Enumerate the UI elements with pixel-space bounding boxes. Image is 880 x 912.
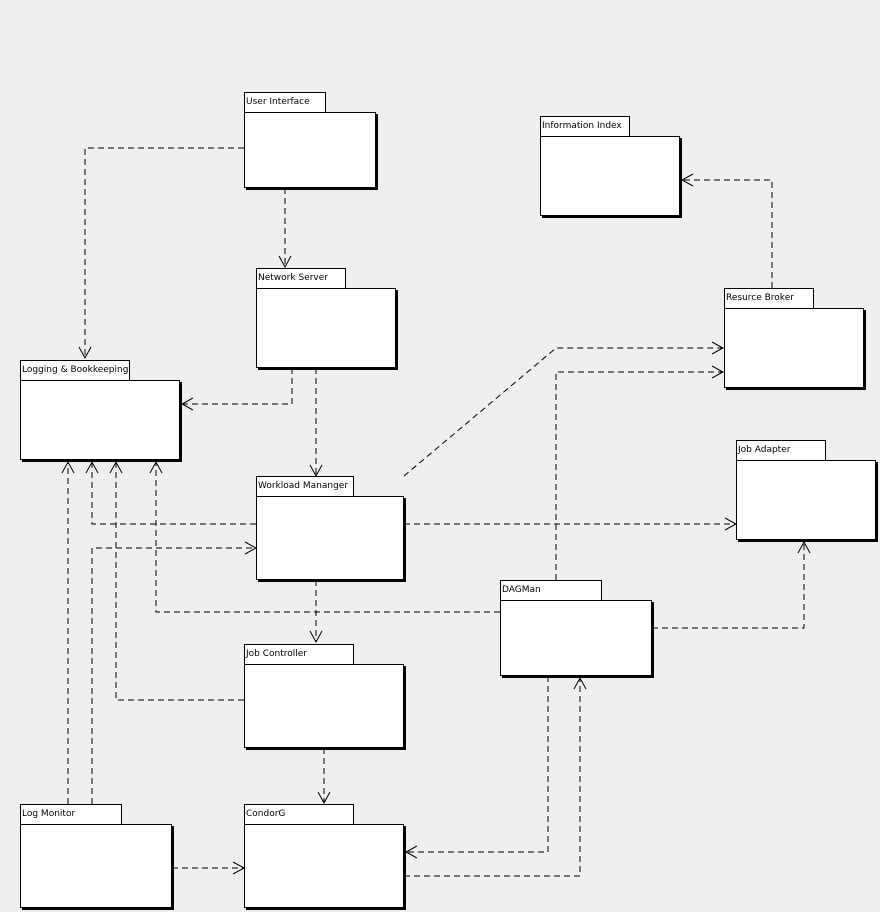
package-tab: Workload Mananger [256,476,354,497]
arrowhead-ui-to-network-server [278,255,292,269]
package-body [724,308,864,388]
dep-dagman-to-condorg [406,676,549,853]
package-tab: Job Controller [244,644,354,665]
dep-dagman-to-job-adapter [652,542,805,629]
arrowhead-workload-to-job-adapter [724,517,738,531]
package-tab: Information Index [540,116,630,137]
package-label: Job Adapter [738,445,791,455]
dep-workload-to-broker [403,347,723,477]
package-label: Job Controller [246,649,308,659]
package-label: DAGMan [502,585,541,595]
arrowhead-job-controller-to-logging [109,460,123,474]
package-tab: Log Monitor [20,804,122,825]
arrowhead-log-monitor-to-logging [61,460,75,474]
arrowhead-log-monitor-to-condorg [232,861,246,875]
arrowhead-broker-to-info-index [680,173,694,187]
arrowhead-job-controller-to-condorg [317,791,331,805]
arrowhead-ui-to-logging [78,346,92,360]
arrowhead-network-server-to-logging [180,397,194,411]
arrowhead-condorg-to-dagman [573,676,587,690]
package-label: Information Index [542,121,622,131]
package-body [244,664,404,748]
arrowhead-workload-to-logging [85,460,99,474]
package-body [244,824,404,908]
package-label: CondorG [246,809,286,819]
arrowhead-network-server-to-workload [309,464,323,478]
package-body [20,380,180,460]
arrowhead-workload-to-broker [711,341,725,355]
arrowhead-dagman-to-condorg [404,845,418,859]
package-body [20,824,172,908]
dep-log-monitor-to-workload [91,547,256,804]
package-body [540,136,680,216]
package-tab: Network Server [256,268,346,289]
package-body [500,600,652,676]
package-tab: Logging & Bookkeeping [20,360,130,381]
dep-dagman-to-broker [555,371,723,580]
arrowhead-dagman-to-broker [711,365,725,379]
dep-ui-to-logging [84,147,244,358]
arrowhead-workload-to-job-controller [309,630,323,644]
package-label: User Interface [246,97,310,107]
package-label: Logging & Bookkeeping [22,365,129,375]
package-tab: CondorG [244,804,354,825]
package-tab: Resurce Broker [724,288,814,309]
package-label: Resurce Broker [726,293,794,303]
arrowhead-dagman-to-job-adapter [797,540,811,554]
arrowhead-log-monitor-to-workload [244,541,258,555]
package-body [736,460,876,540]
package-body [244,112,376,188]
dep-network-server-to-logging [182,368,293,405]
package-body [256,288,396,368]
dep-condorg-to-dagman [404,678,581,877]
package-body [256,496,404,580]
dep-job-controller-to-logging [115,462,244,701]
package-tab: Job Adapter [736,440,826,461]
package-label: Network Server [258,273,328,283]
package-tab: DAGMan [500,580,602,601]
dep-workload-to-logging [91,462,256,525]
arrowhead-dagman-to-logging [149,460,163,474]
package-label: Log Monitor [22,809,76,819]
dep-broker-to-info-index [682,179,773,288]
package-tab: User Interface [244,92,326,113]
package-label: Workload Mananger [258,481,349,491]
